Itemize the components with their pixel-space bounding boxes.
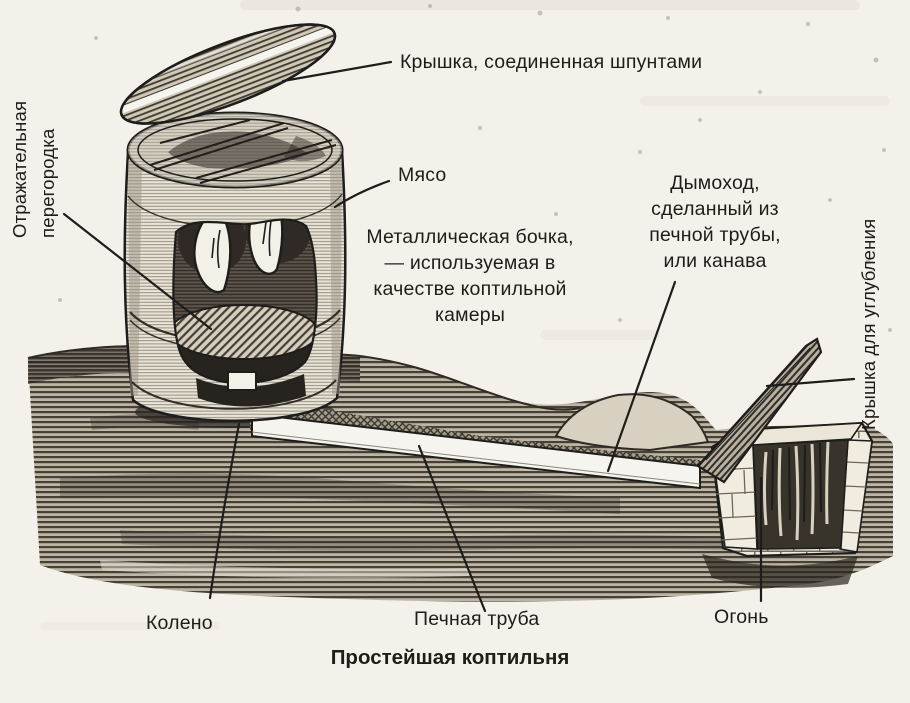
barrel-shape <box>123 111 347 422</box>
meat-shape <box>193 219 284 294</box>
leader-lines <box>62 60 856 613</box>
label-barrel-lid: Крышка, соединенная шпунтами <box>400 51 703 73</box>
barrel-lid-shape <box>112 8 337 125</box>
paper-noise <box>40 0 892 630</box>
label-meat: Мясо <box>398 164 447 186</box>
draft-hole <box>227 371 257 391</box>
firebox-shape <box>696 337 874 588</box>
label-pit-lid: Крышка для углубления <box>858 218 879 430</box>
label-stove-pipe: Печная труба <box>414 608 540 630</box>
leader-elbow <box>208 422 241 600</box>
leader-baffle <box>62 212 213 331</box>
leader-barrel-lid <box>281 60 393 83</box>
pit-lid-shape <box>696 337 823 484</box>
leader-chimney <box>606 280 677 473</box>
leader-stove-pipe <box>417 444 487 613</box>
figure-caption: Простейшая коптильня <box>330 646 570 669</box>
label-barrel: Металлическая бочка, — используемая в ка… <box>366 226 574 326</box>
fire-shape <box>752 439 849 550</box>
label-baffle: Отражательная перегородка <box>9 100 58 238</box>
hanging-rods <box>149 119 337 184</box>
earth-mound <box>554 393 710 452</box>
label-fire: Огонь <box>714 606 769 628</box>
leader-pit-lid <box>765 377 856 388</box>
leader-meat <box>333 179 391 209</box>
label-elbow: Колено <box>146 612 213 634</box>
label-chimney: Дымоход, сделанный из печной трубы, или … <box>649 172 781 272</box>
baffle-shape <box>173 304 317 360</box>
stove-pipe-shape <box>251 412 701 490</box>
